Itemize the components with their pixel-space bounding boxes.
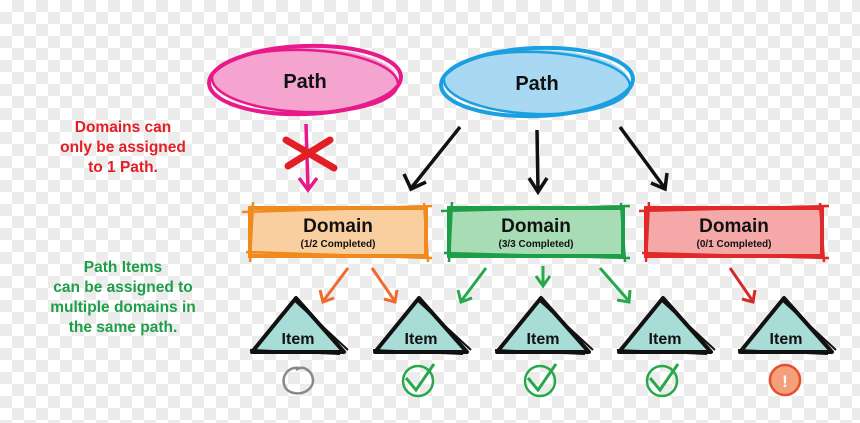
note-line: only be assigned [60, 139, 186, 156]
checkmark-icon [645, 363, 680, 398]
item-triangle: Item [372, 296, 472, 355]
note-line: the same path. [68, 319, 178, 336]
domain-title: Domain [303, 216, 373, 237]
item-triangle: Item [737, 296, 837, 355]
note-line: can be assigned to [53, 279, 193, 296]
item-label: Item [527, 331, 560, 348]
note-line: multiple domains in [50, 299, 196, 316]
note-line: Domains can [74, 119, 172, 136]
path-label: Path [283, 71, 326, 93]
domain-title: Domain [699, 216, 769, 237]
note-line: Path Items [83, 259, 163, 276]
checkmark-icon [523, 363, 558, 398]
item-triangle: Item [249, 296, 349, 355]
domain-box-red: Domain (0/1 Completed) [638, 201, 830, 263]
item-triangle: Item [494, 296, 594, 355]
item-label: Item [649, 331, 682, 348]
domain-progress: (1/2 Completed) [300, 239, 375, 250]
item-triangle: Item [616, 296, 716, 355]
path-arrows [402, 125, 669, 196]
empty-circle-icon [282, 366, 315, 395]
domain-box-orange: Domain (1/2 Completed) [241, 201, 433, 263]
checkmark-icon [401, 363, 436, 398]
domains-note: Domains can only be assigned to 1 Path. [28, 118, 218, 178]
domain-progress: (0/1 Completed) [696, 239, 771, 250]
item-label: Item [282, 331, 315, 348]
item-label: Item [770, 331, 803, 348]
domain-progress: (3/3 Completed) [498, 239, 573, 250]
alert-symbol: ! [782, 372, 788, 391]
domain-item-arrows [318, 266, 757, 304]
path-node-blue: Path [439, 45, 635, 119]
exclamation-icon: ! [768, 363, 802, 397]
path-label: Path [515, 73, 558, 95]
path-node-pink: Path [207, 43, 403, 117]
cross-icon [282, 136, 338, 172]
note-line: to 1 Path. [88, 159, 158, 176]
items-note: Path Items can be assigned to multiple d… [18, 258, 228, 338]
item-label: Item [405, 331, 438, 348]
domain-title: Domain [501, 216, 571, 237]
domain-box-green: Domain (3/3 Completed) [440, 201, 631, 263]
